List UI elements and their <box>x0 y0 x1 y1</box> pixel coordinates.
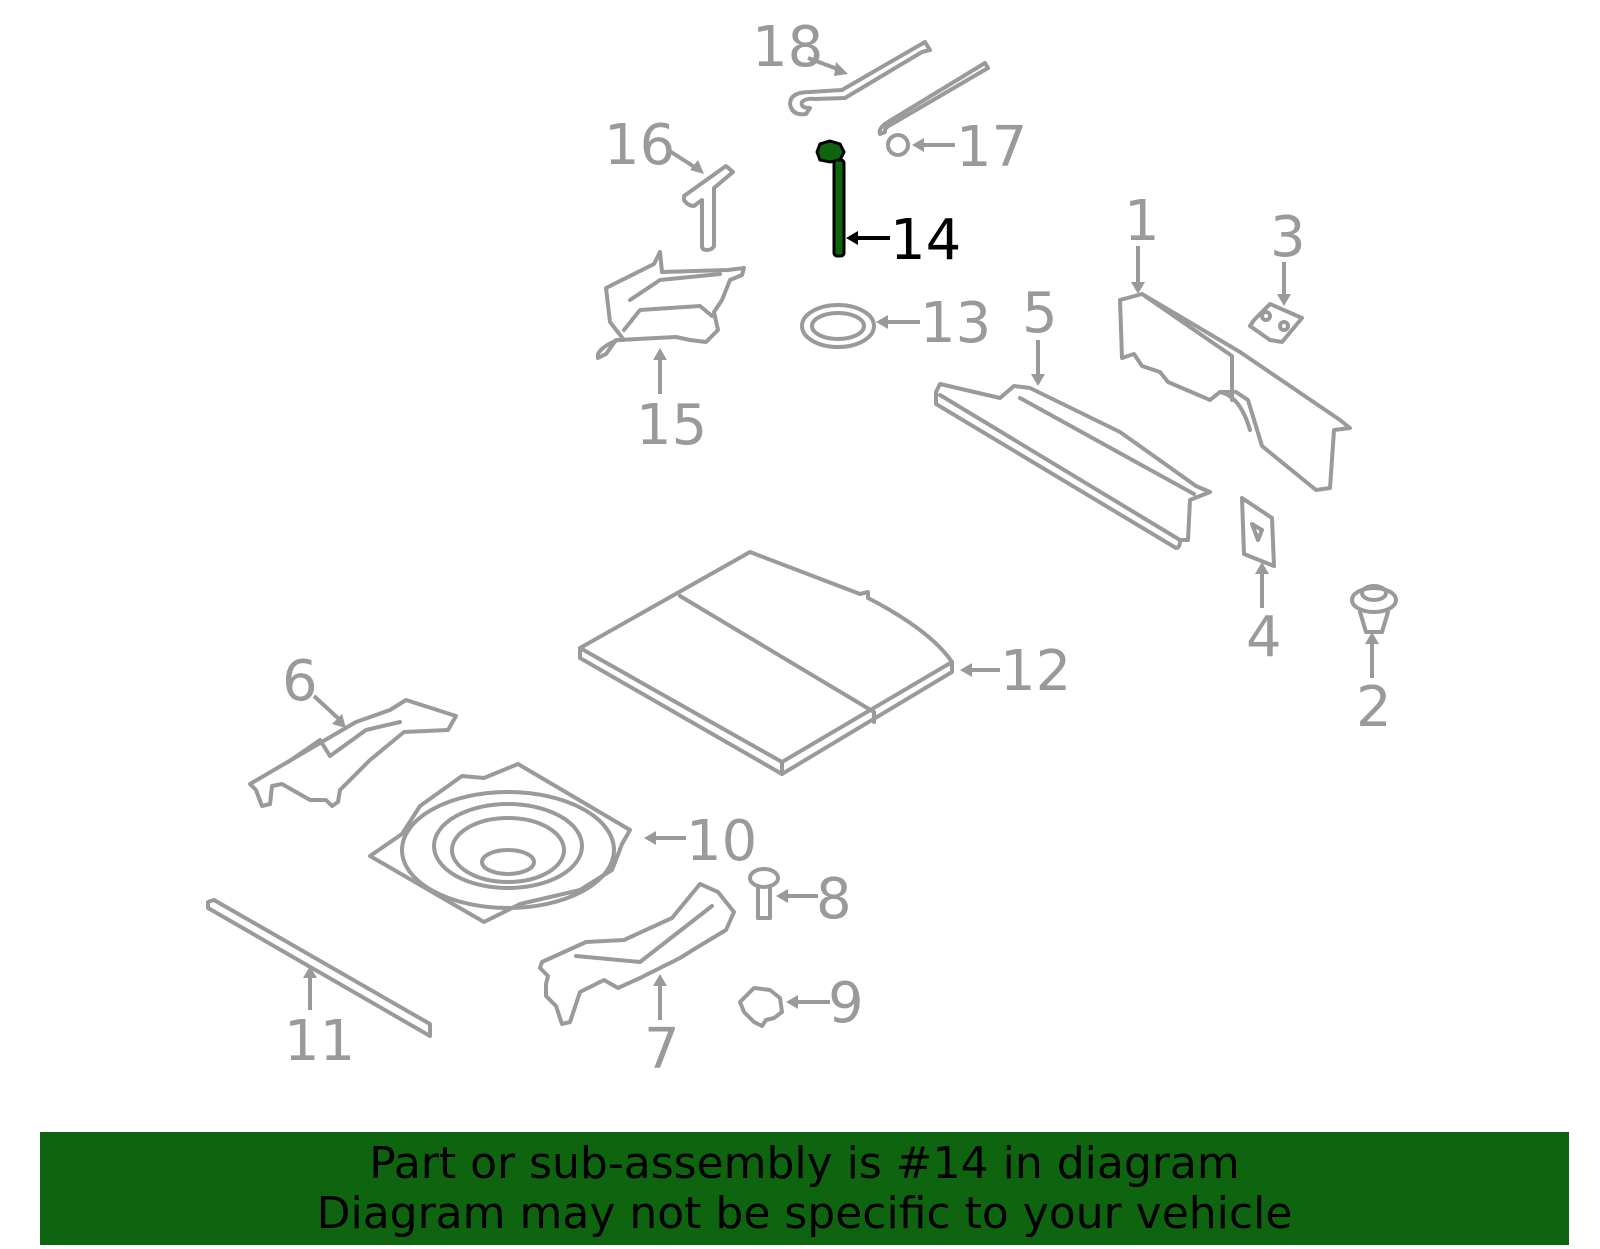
banner-line-disclaimer: Diagram may not be specific to your vehi… <box>316 1187 1293 1239</box>
callout-6: 6 <box>282 649 318 714</box>
callout-arrows <box>303 56 1379 1020</box>
part-6-side-trim <box>248 698 458 808</box>
callout-11: 11 <box>284 1009 355 1074</box>
callout-12: 12 <box>1000 639 1071 704</box>
info-banner: Part or sub-assembly is #14 in diagram D… <box>40 1132 1569 1245</box>
part-13-washer <box>800 303 876 349</box>
callout-10: 10 <box>686 809 757 874</box>
part-11-strip <box>206 898 432 1038</box>
part-16-t-bolt <box>682 164 735 252</box>
callout-labels: 18 17 16 14 13 15 1 3 5 4 2 12 6 10 8 9 … <box>282 15 1392 1082</box>
part-18-hook-rod <box>788 40 932 117</box>
callout-16: 16 <box>604 113 675 178</box>
part-12-floor-board <box>578 550 954 776</box>
callout-13: 13 <box>920 291 991 356</box>
callout-7: 7 <box>644 1017 680 1082</box>
callout-3: 3 <box>1270 205 1306 270</box>
part-4-tag <box>1240 496 1276 568</box>
callout-1: 1 <box>1124 189 1160 254</box>
part-17-jack-handle <box>877 61 990 157</box>
part-3-plate <box>1248 302 1304 344</box>
part-2-clip <box>1350 584 1398 634</box>
callout-17: 17 <box>956 115 1027 180</box>
banner-line-part-info: Part or sub-assembly is #14 in diagram <box>369 1137 1240 1189</box>
part-15-bracket <box>596 250 746 360</box>
callout-8: 8 <box>816 867 852 932</box>
callout-4: 4 <box>1246 605 1282 670</box>
part-8-screw <box>748 867 780 920</box>
callout-5: 5 <box>1022 281 1058 346</box>
part-14-bolt <box>815 139 846 258</box>
callout-2: 2 <box>1356 675 1392 740</box>
part-9-clip <box>738 986 784 1028</box>
part-5-tonneau <box>934 382 1212 550</box>
part-1-rear-panel <box>1118 292 1352 492</box>
part-7-side-trim <box>538 882 736 1026</box>
callout-15: 15 <box>636 393 707 458</box>
callout-9: 9 <box>828 971 864 1036</box>
callout-18: 18 <box>752 15 823 80</box>
callout-14: 14 <box>890 208 961 273</box>
part-10-tire-well <box>368 762 632 924</box>
